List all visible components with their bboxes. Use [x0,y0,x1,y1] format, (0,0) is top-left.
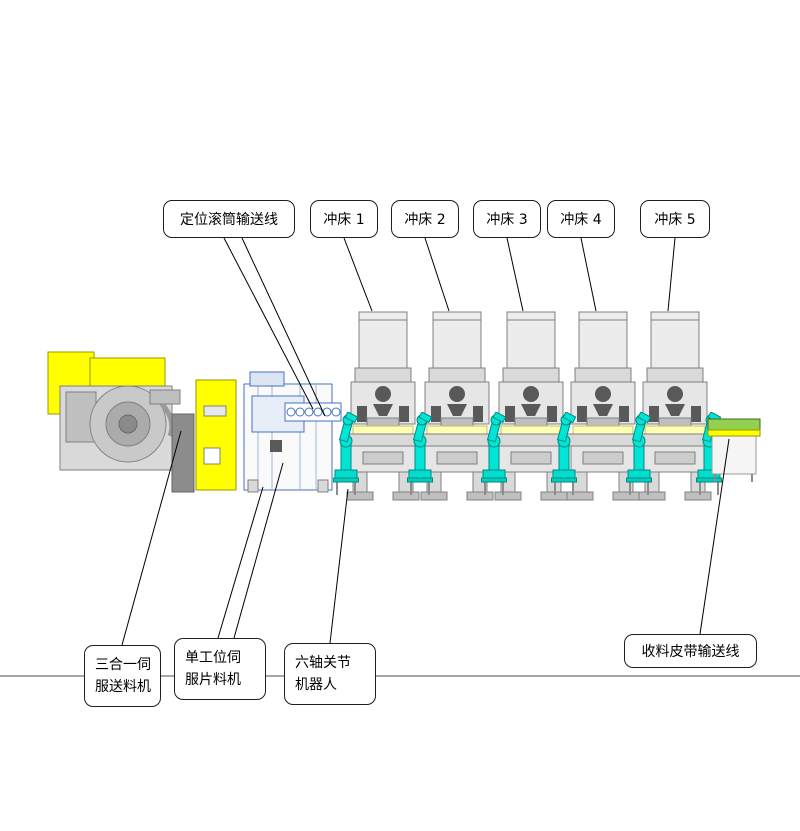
callout-label-line1: 单工位伺 [185,649,241,666]
callout-press-5: 冲床 5 [640,200,710,238]
three-in-one-servo-feeder-machine [47,351,237,493]
callout-label-line2: 服送料机 [95,679,151,695]
callout-label: 冲床 4 [560,212,602,228]
positioning-roller-conveyor-machine [284,402,342,422]
leader-lines [121,237,730,646]
collection-belt-conveyor-machine [707,418,761,482]
callout-six-axis-robot: 六轴关节 机器人 [284,643,376,705]
callout-label: 冲床 1 [323,212,365,228]
callout-press-1: 冲床 1 [310,200,378,238]
callout-three-in-one-servo-feeder: 三合一伺 服送料机 [84,645,161,707]
callout-positioning-roller-conveyor: 定位滚筒输送线 [163,200,295,238]
callout-label-line2: 服片料机 [185,672,241,688]
callout-press-4: 冲床 4 [547,200,615,238]
callout-collection-belt-conveyor: 收料皮带输送线 [624,634,757,668]
callout-single-station-servo-sheet-feeder: 单工位伺 服片料机 [174,638,266,700]
callout-press-2: 冲床 2 [391,200,459,238]
callout-label: 收料皮带输送线 [641,644,740,660]
callout-label: 冲床 3 [486,212,528,228]
single-station-servo-sheet-feeder-machine [243,371,333,493]
callout-label-line1: 六轴关节 [295,654,351,671]
callout-label: 冲床 5 [654,212,696,228]
callout-label-line2: 机器人 [295,677,337,693]
callout-label: 定位滚筒输送线 [180,212,278,228]
callout-press-3: 冲床 3 [473,200,541,238]
callout-label-line1: 三合一伺 [95,656,151,673]
callout-label: 冲床 2 [404,212,446,228]
